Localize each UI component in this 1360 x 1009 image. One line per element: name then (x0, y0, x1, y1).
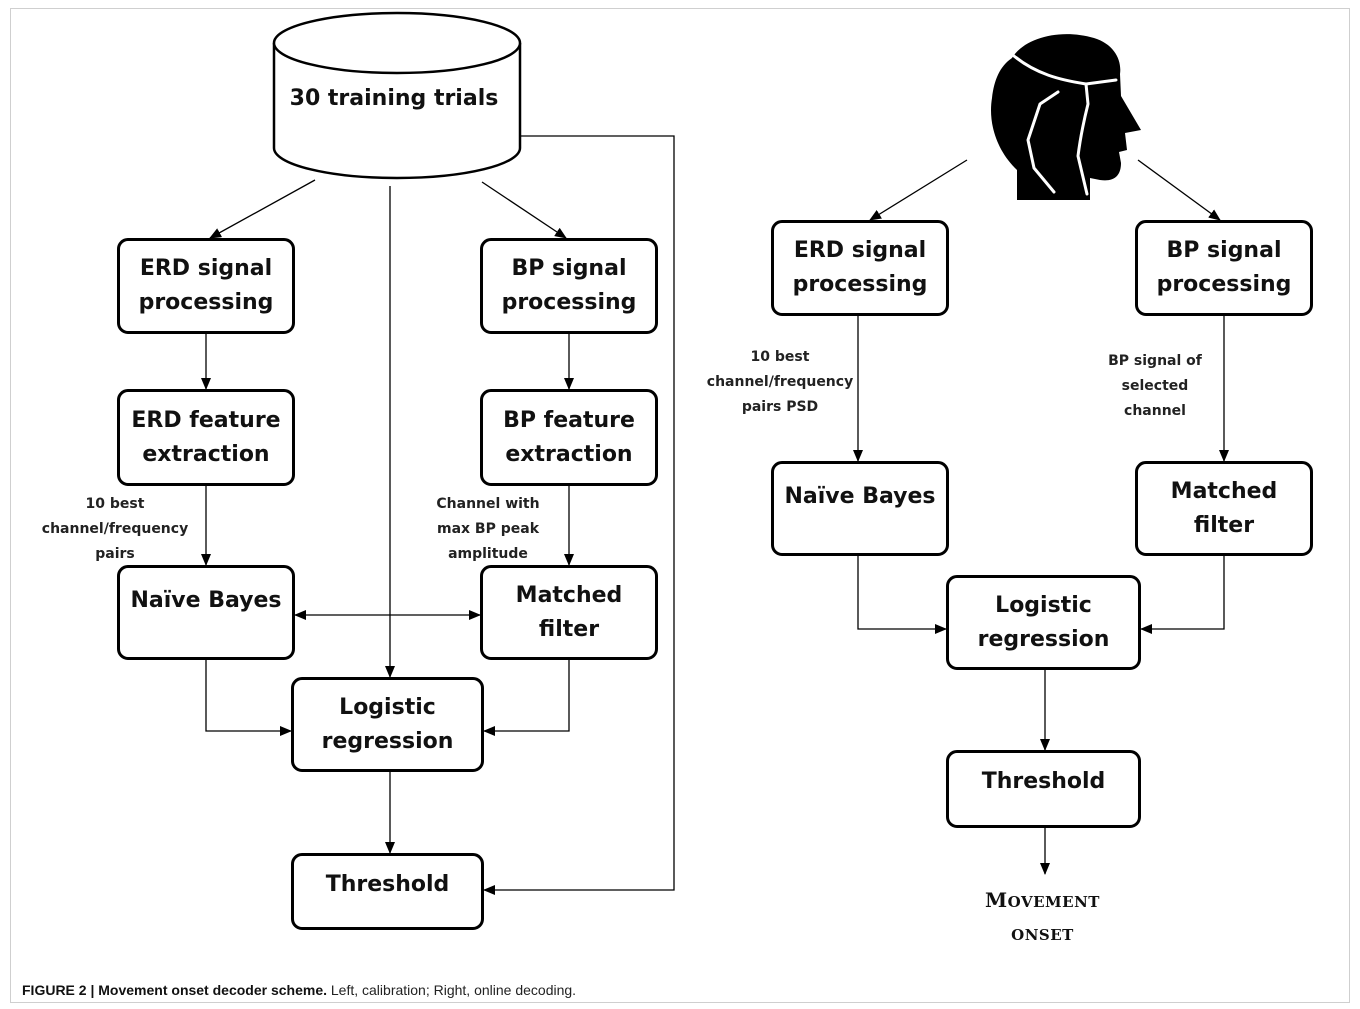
box-line: Threshold (981, 769, 1106, 794)
note-line: pairs PSD (741, 399, 819, 415)
arrow-mf-to-logistic-right (1140, 556, 1225, 634)
box-line: filter (1193, 512, 1255, 538)
box-line: Naïve Bayes (784, 484, 936, 509)
box-line: Logistic (995, 592, 1092, 618)
note-line: 10 best (750, 349, 810, 365)
box-line: extraction (505, 441, 633, 467)
note-line: max BP peak (436, 521, 540, 537)
matched-filter-box: Matched filter (480, 565, 658, 660)
box-line: Matched (515, 582, 623, 608)
box-line: BP feature (503, 407, 635, 433)
naive-bayes-box: Naïve Bayes (117, 565, 295, 660)
box-line: processing (792, 272, 928, 297)
threshold-box: Threshold (291, 853, 484, 930)
box-line: Naïve Bayes (130, 588, 282, 613)
note-line: BP signal of (1108, 353, 1202, 369)
bp-signal-processing-box: BP signal processing (480, 238, 658, 334)
box-line: regression (321, 728, 454, 754)
human-head-with-eeg-cap-icon (991, 34, 1141, 200)
note-line: channel/frequency (41, 521, 189, 537)
box-line: ERD signal (139, 256, 273, 281)
arrow-head-to-bp (1137, 159, 1221, 221)
note-line: Channel with (436, 496, 540, 512)
note-line: channel/frequency (706, 374, 854, 390)
box-line: BP signal (511, 256, 627, 281)
box-line: ERD signal (793, 238, 927, 263)
box-line: Logistic (339, 694, 436, 720)
matched-filter-box-online: Matched filter (1135, 461, 1313, 556)
arrow-head-to-erd (869, 159, 968, 221)
arrow-nb-to-logistic-right (857, 556, 947, 634)
figure-frame (10, 8, 1350, 1003)
bp-signal-processing-box-online: BP signal processing (1135, 220, 1313, 316)
logistic-regression-box: Logistic regression (291, 677, 484, 772)
bp-online-note: BP signal of selected channel (1100, 349, 1210, 424)
note-line: channel (1124, 403, 1186, 419)
threshold-box-online: Threshold (946, 750, 1141, 828)
database-cylinder (272, 11, 522, 180)
bp-feature-extraction-box: BP feature extraction (480, 389, 658, 486)
note-line: pairs (95, 546, 135, 562)
figure-caption: FIGURE 2 | Movement onset decoder scheme… (22, 982, 576, 998)
onset-initial: M (985, 888, 1008, 912)
box-line: filter (538, 616, 600, 642)
erd-feature-note: 10 best channel/frequency pairs (40, 492, 190, 567)
box-line: ERD feature (131, 407, 281, 433)
note-line: 10 best (85, 496, 145, 512)
box-line: Threshold (325, 872, 450, 897)
arrow-db-to-threshold (483, 135, 675, 895)
database-label: 30 training trials (289, 86, 499, 111)
movement-onset-output: MOVEMENT ONSET (955, 884, 1130, 952)
note-line: amplitude (448, 546, 528, 562)
arrow-mf-to-logistic (483, 659, 570, 736)
onset-rest: OVEMENT (1007, 893, 1100, 911)
naive-bayes-box-online: Naïve Bayes (771, 461, 949, 556)
arrow-nb-to-logistic (205, 659, 292, 736)
erd-online-note: 10 best channel/frequency pairs PSD (700, 345, 860, 420)
box-line: processing (501, 290, 637, 315)
box-line: regression (977, 626, 1110, 652)
erd-signal-processing-box-online: ERD signal processing (771, 220, 949, 316)
box-line: Matched (1170, 478, 1278, 504)
arrow-db-to-bp (481, 181, 567, 239)
box-line: extraction (142, 441, 270, 467)
caption-text: Left, calibration; Right, online decodin… (327, 982, 577, 998)
box-line: processing (138, 290, 274, 315)
note-line: selected (1121, 378, 1189, 394)
box-line: processing (1156, 272, 1292, 297)
erd-signal-processing-box: ERD signal processing (117, 238, 295, 334)
box-line: BP signal (1166, 238, 1282, 263)
erd-feature-extraction-box: ERD feature extraction (117, 389, 295, 486)
onset-line2: ONSET (1011, 926, 1074, 944)
bp-feature-note: Channel with max BP peak amplitude (428, 492, 548, 567)
caption-label: FIGURE 2 | Movement onset decoder scheme… (22, 982, 327, 998)
logistic-regression-box-online: Logistic regression (946, 575, 1141, 670)
arrow-db-to-erd (209, 179, 316, 239)
